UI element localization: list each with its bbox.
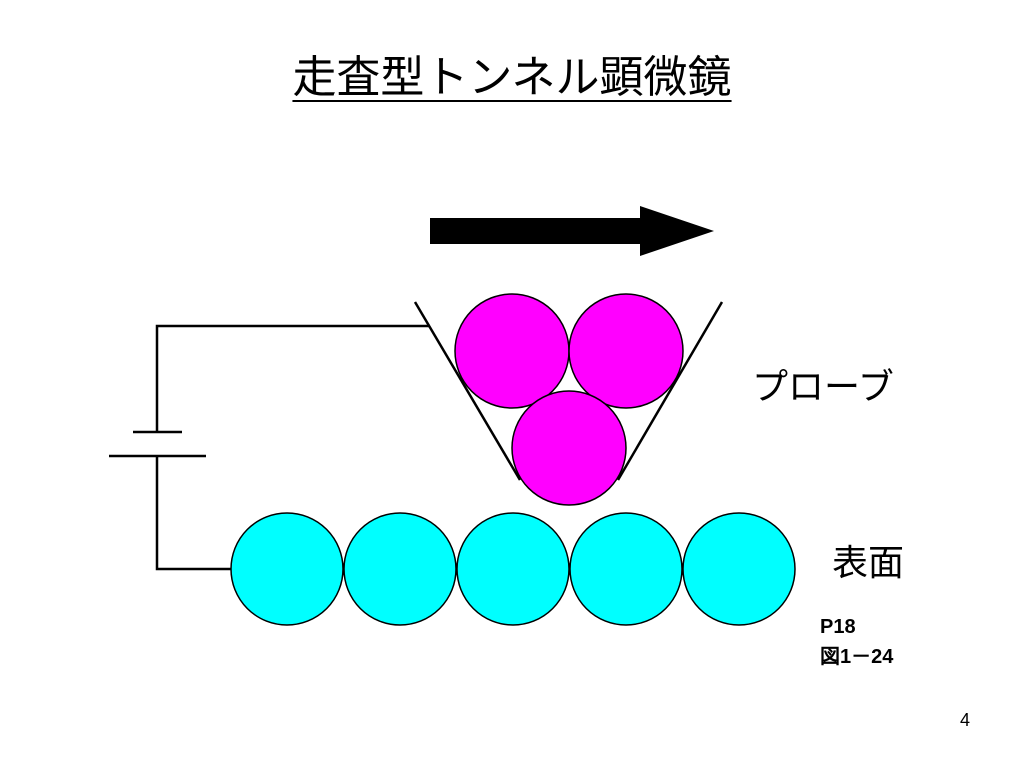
page-number: 4: [959, 710, 970, 730]
surface-atom: [456, 512, 570, 626]
reference-figure: 図1－24: [820, 646, 894, 668]
scan-direction-arrow-icon: [430, 206, 714, 256]
surface-label: 表面: [832, 543, 905, 584]
probe-atom: [568, 293, 684, 409]
probe-atom: [454, 293, 570, 409]
probe-atom: [511, 390, 627, 506]
page-title: 走査型トンネル顕微鏡: [0, 50, 1024, 106]
surface-atom: [230, 512, 344, 626]
surface-atoms: [230, 512, 796, 626]
reference-page: P18: [820, 616, 856, 638]
battery-icon: [109, 430, 206, 458]
probe-tip: [413, 301, 724, 481]
circuit-wire: [155, 324, 430, 571]
probe-atoms: [454, 293, 684, 506]
surface-atom: [569, 512, 683, 626]
probe-label: プローブ: [752, 367, 894, 408]
figure-reference: P18 図1－24: [820, 612, 893, 672]
surface-atom: [343, 512, 457, 626]
title-text: 走査型トンネル顕微鏡: [292, 52, 732, 103]
surface-atom: [682, 512, 796, 626]
